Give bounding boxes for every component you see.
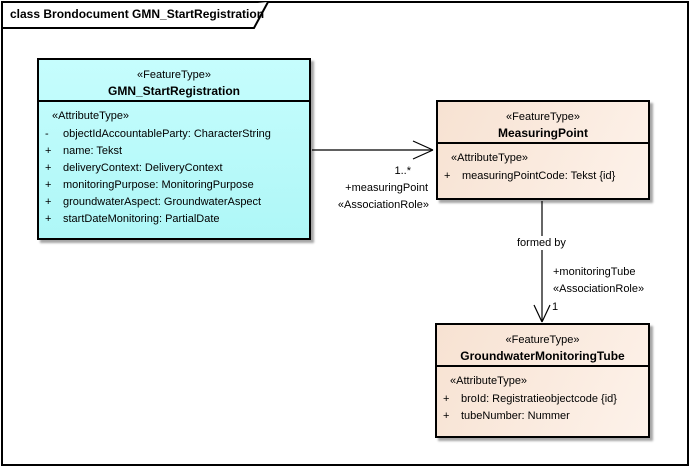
class-groundwater-monitoring-tube[interactable]: «FeatureType» GroundwaterMonitoringTube …	[435, 323, 650, 438]
attribute-row: + groundwaterAspect: GroundwaterAspect	[39, 194, 309, 211]
class-gmn-startregistration[interactable]: «FeatureType» GMN_StartRegistration «Att…	[37, 58, 311, 240]
class-header: «FeatureType» GroundwaterMonitoringTube	[437, 325, 648, 365]
attribute-row: - objectIdAccountableParty: CharacterStr…	[39, 126, 309, 143]
association-role-name: +measuringPoint	[344, 181, 429, 195]
attribute-text: startDateMonitoring: PartialDate	[63, 213, 220, 225]
attribute-row: + startDateMonitoring: PartialDate	[39, 211, 309, 228]
attribute-compartment: «AttributeType» + measuringPointCode: Te…	[438, 142, 648, 198]
association-stereotype: «AssociationRole»	[552, 282, 646, 296]
visibility-marker: +	[45, 162, 52, 174]
attribute-compartment: «AttributeType» - objectIdAccountablePar…	[39, 100, 309, 238]
class-stereotype: «FeatureType»	[137, 69, 211, 81]
attribute-row: + deliveryContext: DeliveryContext	[39, 160, 309, 177]
visibility-marker: +	[45, 196, 52, 208]
attribute-text: measuringPointCode: Tekst {id}	[462, 170, 616, 182]
visibility-marker: -	[45, 128, 49, 140]
association-multiplicity: 1	[551, 300, 560, 314]
attribute-row: + measuringPointCode: Tekst {id}	[438, 168, 648, 185]
class-header: «FeatureType» GMN_StartRegistration	[39, 60, 309, 100]
visibility-marker: +	[443, 410, 450, 422]
attribute-row: + name: Tekst	[39, 143, 309, 160]
attribute-compartment: «AttributeType» + broId: Registratieobje…	[437, 365, 648, 436]
class-stereotype: «FeatureType»	[505, 334, 580, 346]
visibility-marker: +	[444, 170, 451, 182]
association-name: formed by	[516, 236, 567, 250]
class-name: MeasuringPoint	[497, 126, 588, 140]
attribute-text: groundwaterAspect: GroundwaterAspect	[63, 196, 262, 208]
diagram-title: class Brondocument GMN_StartRegistration	[10, 7, 265, 21]
class-header: «FeatureType» MeasuringPoint	[438, 102, 648, 142]
attribute-text: deliveryContext: DeliveryContext	[63, 162, 223, 174]
attribute-row: + broId: Registratieobjectcode {id}	[437, 391, 648, 408]
open-arrowhead-right-icon	[412, 140, 434, 160]
association-stereotype: «AssociationRole»	[336, 198, 430, 212]
attribute-row: + monitoringPurpose: MonitoringPurpose	[39, 177, 309, 194]
visibility-marker: +	[45, 145, 52, 157]
class-measuring-point[interactable]: «FeatureType» MeasuringPoint «AttributeT…	[436, 100, 650, 200]
attribute-stereotype: «AttributeType»	[451, 152, 529, 164]
attribute-text: broId: Registratieobjectcode {id}	[461, 393, 617, 405]
visibility-marker: +	[443, 393, 450, 405]
class-name: GMN_StartRegistration	[107, 84, 241, 98]
attribute-text: name: Tekst	[63, 145, 123, 157]
open-arrowhead-down-icon	[533, 304, 551, 323]
attribute-row: + tubeNumber: Nummer	[437, 408, 648, 425]
visibility-marker: +	[45, 213, 52, 225]
association-multiplicity: 1..*	[393, 164, 412, 178]
attribute-text: objectIdAccountableParty: CharacterStrin…	[63, 128, 271, 140]
class-stereotype: «FeatureType»	[506, 111, 580, 123]
attribute-text: monitoringPurpose: MonitoringPurpose	[63, 179, 254, 191]
attribute-stereotype: «AttributeType»	[52, 110, 130, 122]
association-role-name: +monitoringTube	[552, 265, 637, 279]
attribute-text: tubeNumber: Nummer	[461, 410, 570, 422]
visibility-marker: +	[45, 179, 52, 191]
class-name: GroundwaterMonitoringTube	[460, 349, 625, 363]
attribute-stereotype: «AttributeType»	[450, 375, 528, 387]
